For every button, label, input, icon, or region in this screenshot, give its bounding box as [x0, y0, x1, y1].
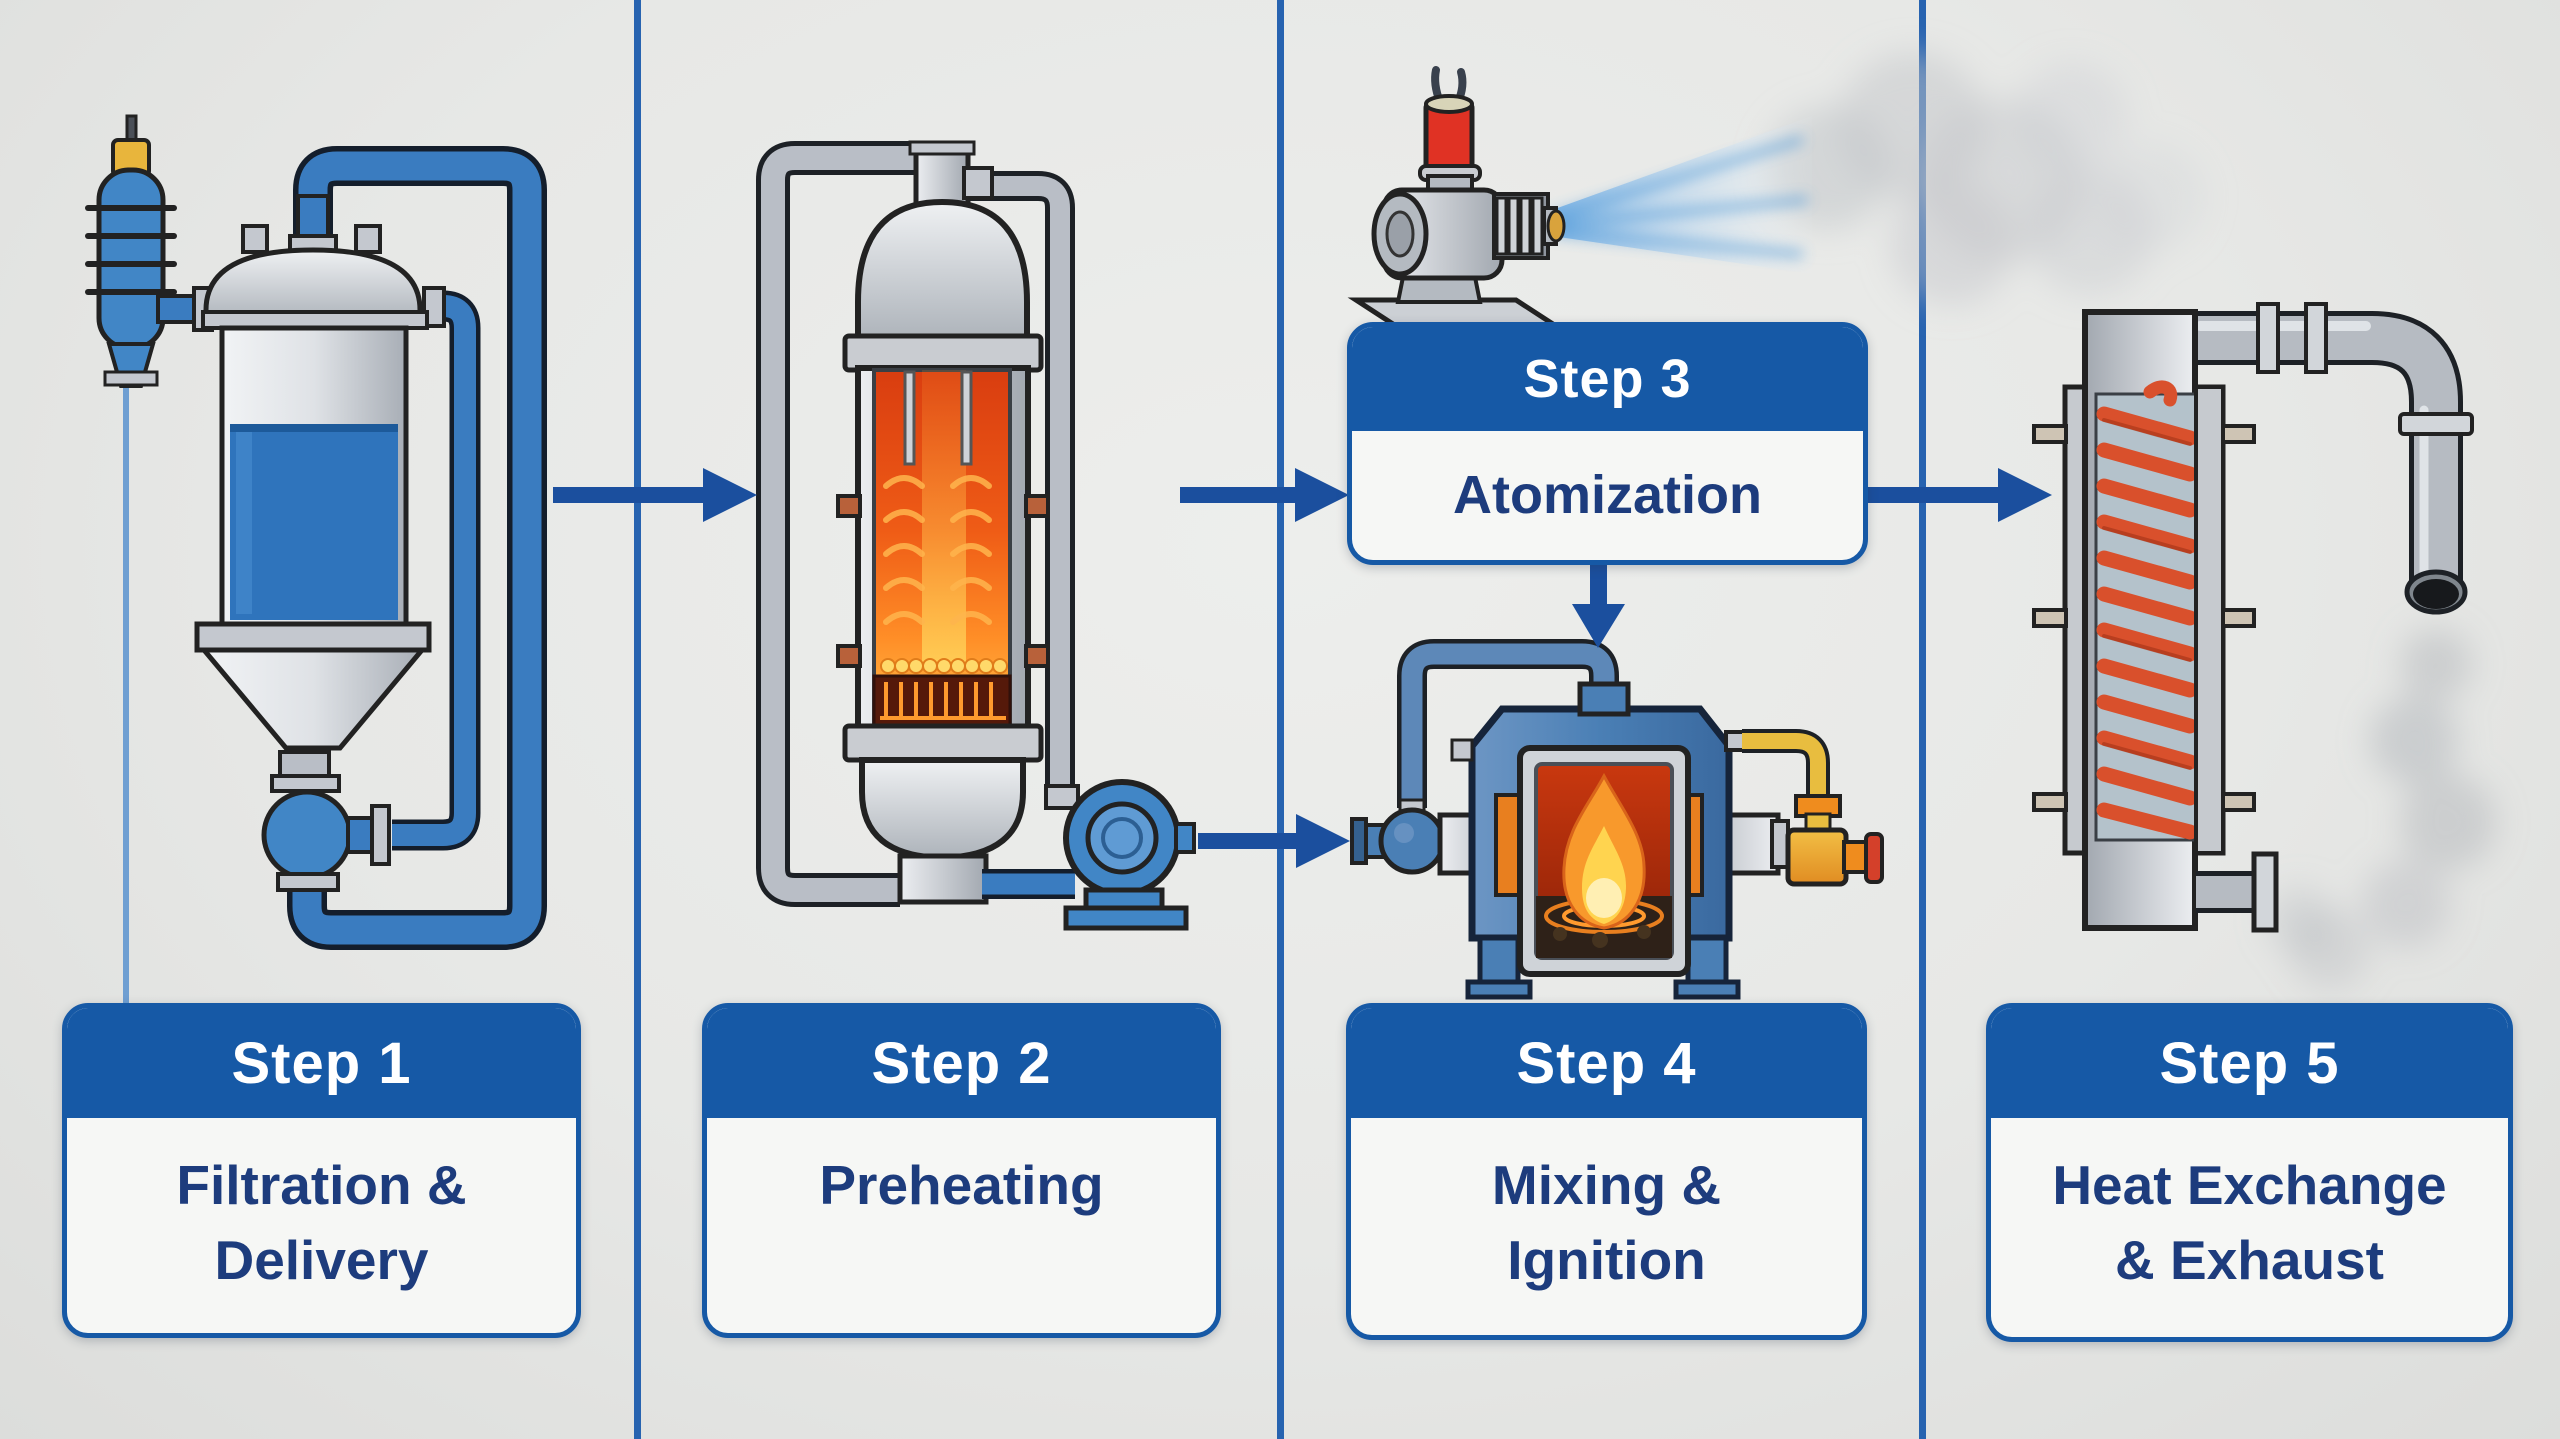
step-4-label-line-1: Mixing & — [1491, 1154, 1722, 1216]
step-3-label-line-1: Atomization — [1453, 465, 1762, 526]
step-5-card-header: Step 5 — [1991, 1008, 2508, 1118]
heating-coil — [2096, 380, 2198, 840]
spray-streaks — [1552, 136, 1809, 258]
tank-liquid — [230, 424, 398, 620]
step-2-card-body: Preheating — [707, 1118, 1216, 1223]
step-4-illustration-burner — [1350, 639, 1884, 1000]
arrow-step1-to-step2 — [553, 468, 757, 522]
filter-body — [96, 167, 166, 351]
exhaust-pipe — [2195, 302, 2474, 615]
step-3-card: Step 3 Atomization — [1347, 322, 1868, 565]
step-4-card: Step 4 Mixing & Ignition — [1346, 1003, 1867, 1340]
step-5-card-body: Heat Exchange & Exhaust — [1991, 1118, 2508, 1298]
arrow-step3-to-step5 — [1860, 468, 2052, 522]
heat-exchanger-body — [2032, 309, 2256, 931]
step-1-illustration-filter-tank — [85, 114, 547, 1003]
step-3-illustration-atomizer — [1347, 52, 2205, 329]
delivery-pump — [261, 789, 353, 881]
heating-element-grid — [872, 674, 1012, 730]
tank-hopper-cone — [198, 647, 428, 751]
nozzle-tip — [1546, 209, 1566, 243]
burner-window — [1517, 745, 1691, 977]
step-2-card-header: Step 2 — [707, 1008, 1216, 1118]
step-1-label-line-2: Delivery — [214, 1228, 429, 1291]
supply-tank — [194, 194, 446, 892]
exhaust-smoke — [2266, 628, 2496, 990]
atomizer-unit — [1347, 66, 1566, 329]
preheater-dome-bottom — [859, 757, 1026, 862]
step-5-label-line-1: Heat Exchange — [2052, 1154, 2447, 1216]
step-4-card-header: Step 4 — [1351, 1008, 1862, 1118]
valve-handle — [1864, 832, 1884, 884]
preheater-pump — [982, 779, 1196, 931]
tank-dome — [203, 247, 423, 324]
step-1-card-body: Filtration & Delivery — [67, 1118, 576, 1298]
exhaust-pipe-mouth — [2413, 579, 2459, 609]
step-1-label-line-1: Filtration & — [176, 1154, 467, 1216]
step-1-card-header: Step 1 — [67, 1008, 576, 1118]
divider-line-2 — [1277, 0, 1284, 1439]
step-2-card: Step 2 Preheating — [702, 1003, 1221, 1338]
step-2-label-line-1: Preheating — [819, 1154, 1104, 1216]
step-3-card-header: Step 3 — [1352, 327, 1863, 431]
divider-line-3 — [1919, 0, 1926, 1439]
tank-piping — [287, 146, 547, 950]
step-5-card: Step 5 Heat Exchange & Exhaust — [1986, 1003, 2513, 1342]
divider-line-1 — [634, 0, 641, 1439]
column-dividers — [634, 0, 1926, 1439]
arrow-step3-to-step4 — [1572, 563, 1625, 648]
preheater-vessel — [836, 140, 1050, 905]
step-1-card: Step 1 Filtration & Delivery — [62, 1003, 581, 1338]
fuel-valve — [1785, 794, 1884, 887]
fuel-drip-line — [123, 385, 129, 1003]
glow-dots — [880, 658, 1008, 674]
step-3-card-body: Atomization — [1352, 431, 1863, 560]
step-5-illustration-heat-exchanger — [2032, 302, 2496, 990]
step-4-card-body: Mixing & Ignition — [1351, 1118, 1862, 1298]
step-5-label-line-2: & Exhaust — [2115, 1228, 2384, 1291]
preheater-dome-top — [855, 198, 1030, 343]
mist-fog — [1766, 52, 2205, 306]
flow-arrows — [553, 468, 2052, 868]
arrow-to-burner — [1198, 814, 1350, 868]
step-1-title: Step 1 — [231, 1030, 412, 1096]
heat-ripples — [883, 475, 992, 625]
step-2-title: Step 2 — [871, 1030, 1052, 1096]
step-4-label-line-2: Ignition — [1507, 1228, 1706, 1291]
arrow-step2-to-step3 — [1180, 468, 1349, 522]
drain-pipe — [2196, 851, 2279, 933]
step-5-title: Step 5 — [2159, 1030, 2340, 1096]
step-4-title: Step 4 — [1516, 1030, 1697, 1096]
inline-filter — [85, 114, 228, 388]
step-3-title: Step 3 — [1523, 349, 1692, 409]
step-2-illustration-preheater — [756, 140, 1196, 931]
